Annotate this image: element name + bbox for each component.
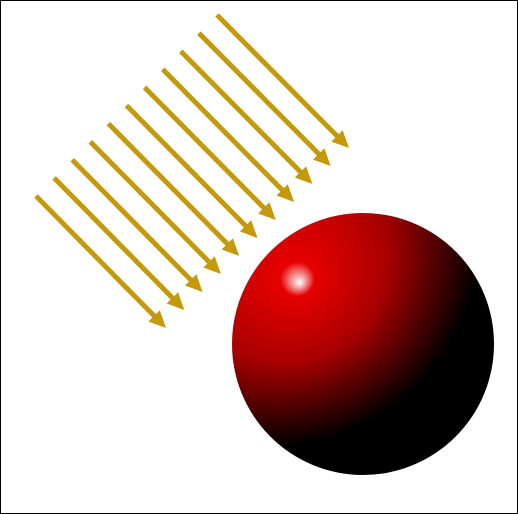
arrowhead: [239, 220, 258, 238]
light-ray-arrow: [142, 85, 276, 220]
ray-shaft: [197, 31, 322, 158]
arrowhead: [294, 166, 313, 184]
arrowhead: [203, 256, 221, 274]
ray-shaft: [34, 194, 158, 320]
light-ray-arrow: [124, 103, 258, 238]
arrowhead: [221, 238, 240, 256]
ray-shaft: [215, 13, 341, 140]
arrowhead: [313, 148, 331, 166]
light-ray-arrow: [197, 31, 331, 166]
ray-shaft: [124, 103, 249, 230]
arrowhead: [276, 184, 295, 202]
light-ray-arrow: [88, 139, 221, 274]
arrowhead: [258, 202, 276, 220]
ray-shaft: [106, 121, 231, 248]
light-ray-arrow: [70, 158, 203, 292]
arrowhead: [185, 274, 203, 292]
arrowhead: [331, 130, 349, 148]
ray-shaft: [52, 176, 176, 302]
ray-shaft: [70, 158, 194, 284]
ray-shaft: [88, 139, 213, 266]
sphere: [232, 213, 494, 475]
ray-shaft: [179, 49, 304, 176]
ray-shaft: [160, 67, 286, 194]
light-ray-arrow: [52, 176, 185, 310]
light-ray-arrow: [160, 67, 295, 202]
light-ray-arrow: [34, 194, 166, 328]
light-ray-arrow: [215, 13, 349, 148]
light-rays: [34, 13, 349, 328]
arrowhead: [166, 292, 185, 310]
arrowhead: [148, 310, 166, 328]
ray-shaft: [142, 85, 267, 212]
light-ray-arrow: [106, 121, 240, 256]
light-ray-arrow: [179, 49, 313, 184]
